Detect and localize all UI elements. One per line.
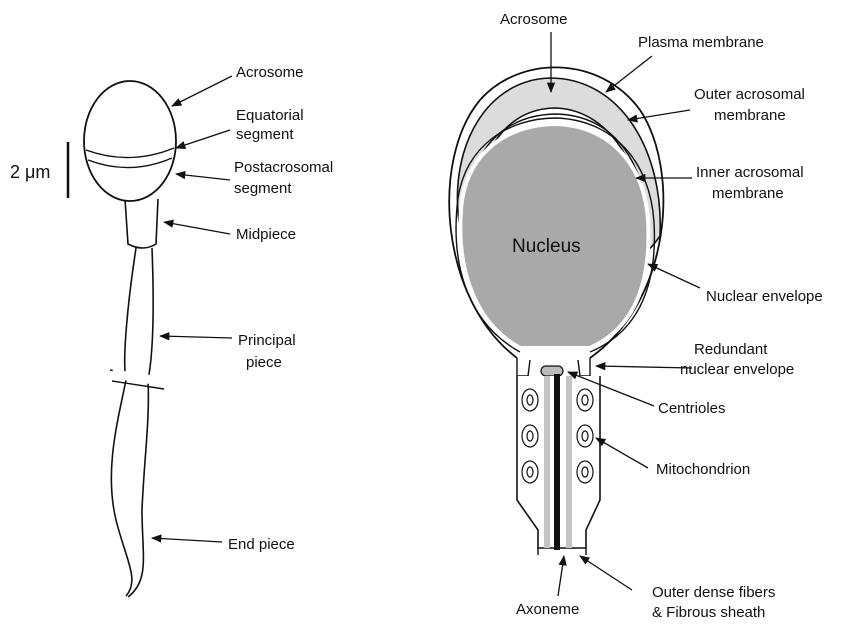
sperm-head — [84, 81, 176, 201]
right-head-detail: Nucleus A — [449, 11, 823, 621]
label-end-piece: End piece — [228, 536, 295, 553]
arrow-axoneme — [558, 556, 564, 596]
outer-dense-fiber-left — [544, 376, 550, 548]
neck-right — [578, 358, 590, 376]
outer-dense-fiber-right — [566, 376, 572, 548]
label-redundant-2: nuclear envelope — [680, 361, 794, 378]
left-sperm: 2 μm Acrosome Equatorial segment Postacr… — [10, 64, 333, 597]
label-equatorial-2: segment — [236, 126, 294, 143]
arrow-end-piece — [152, 538, 222, 542]
arrow-midpiece — [164, 222, 230, 234]
label-postacrosomal-2: segment — [234, 180, 292, 197]
label-equatorial-1: Equatorial — [236, 107, 304, 124]
label-nuclear-envelope: Nuclear envelope — [706, 288, 823, 305]
label-nucleus: Nucleus — [512, 236, 581, 257]
label-inner-acrosomal-1: Inner acrosomal — [696, 164, 804, 181]
label-postacrosomal-1: Postacrosomal — [234, 159, 333, 176]
label-centrioles: Centrioles — [658, 400, 726, 417]
sperm-tail — [111, 248, 136, 596]
arrow-equatorial — [176, 130, 230, 148]
label-acrosome-detail: Acrosome — [500, 11, 568, 28]
label-redundant-1: Redundant — [694, 341, 768, 358]
label-midpiece: Midpiece — [236, 226, 296, 243]
scale-bar-label: 2 μm — [10, 162, 50, 182]
arrow-acrosome — [172, 76, 232, 106]
neck-left — [517, 358, 530, 376]
label-outer-dense-2: & Fibrous sheath — [652, 604, 765, 621]
label-axoneme: Axoneme — [516, 601, 579, 618]
label-outer-acrosomal-1: Outer acrosomal — [694, 86, 805, 103]
label-plasma-membrane: Plasma membrane — [638, 34, 764, 51]
label-principal-2: piece — [246, 354, 282, 371]
sperm-tail-inner — [128, 248, 153, 597]
arrow-plasma-membrane — [606, 56, 652, 92]
arrow-principal — [160, 336, 232, 338]
tail-break-gap — [112, 369, 163, 385]
arrow-redundant — [596, 366, 692, 368]
label-outer-dense-1: Outer dense fibers — [652, 584, 775, 601]
arrow-mitochondrion — [596, 438, 648, 468]
axoneme — [554, 374, 560, 550]
arrow-postacrosomal — [176, 174, 230, 180]
label-acrosome: Acrosome — [236, 64, 304, 81]
arrow-outer-dense — [580, 556, 632, 590]
label-outer-acrosomal-2: membrane — [714, 107, 786, 124]
label-inner-acrosomal-2: membrane — [712, 185, 784, 202]
label-mitochondrion: Mitochondrion — [656, 461, 750, 478]
label-principal-1: Principal — [238, 332, 296, 349]
arrow-nuclear-envelope — [648, 264, 700, 288]
midpiece — [125, 199, 158, 248]
